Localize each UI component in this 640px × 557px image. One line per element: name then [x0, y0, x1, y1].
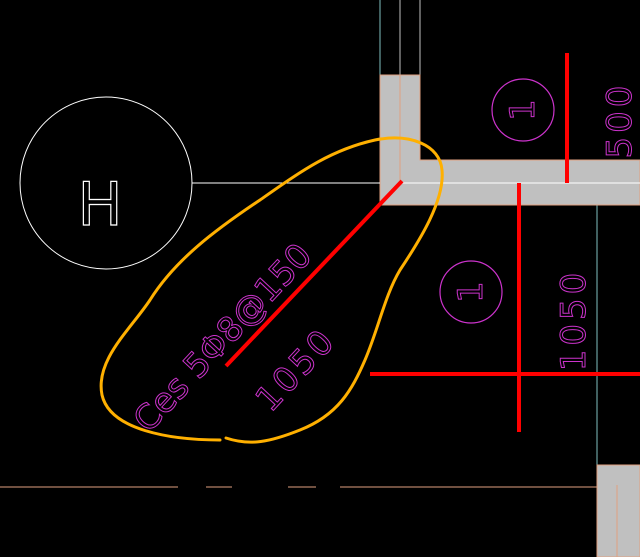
bottom-gap-2	[232, 484, 288, 490]
section-mark-middle-label: 1	[451, 281, 491, 303]
section-mark-top[interactable]	[491, 78, 555, 142]
bottom-gap-1	[178, 484, 206, 490]
section-mark-top-label: 1	[503, 99, 543, 121]
top-right-length-text: 500	[600, 82, 640, 159]
section-mark-middle[interactable]	[439, 260, 503, 324]
wall-stub-bottom-right	[596, 464, 640, 557]
grid-bubble-label: H	[77, 170, 122, 240]
rebar-diagonal	[224, 179, 404, 368]
markup-cloud-loop[interactable]	[99, 136, 444, 444]
vertical-length-text: 1050	[554, 269, 594, 372]
bottom-gap-3	[316, 484, 340, 490]
